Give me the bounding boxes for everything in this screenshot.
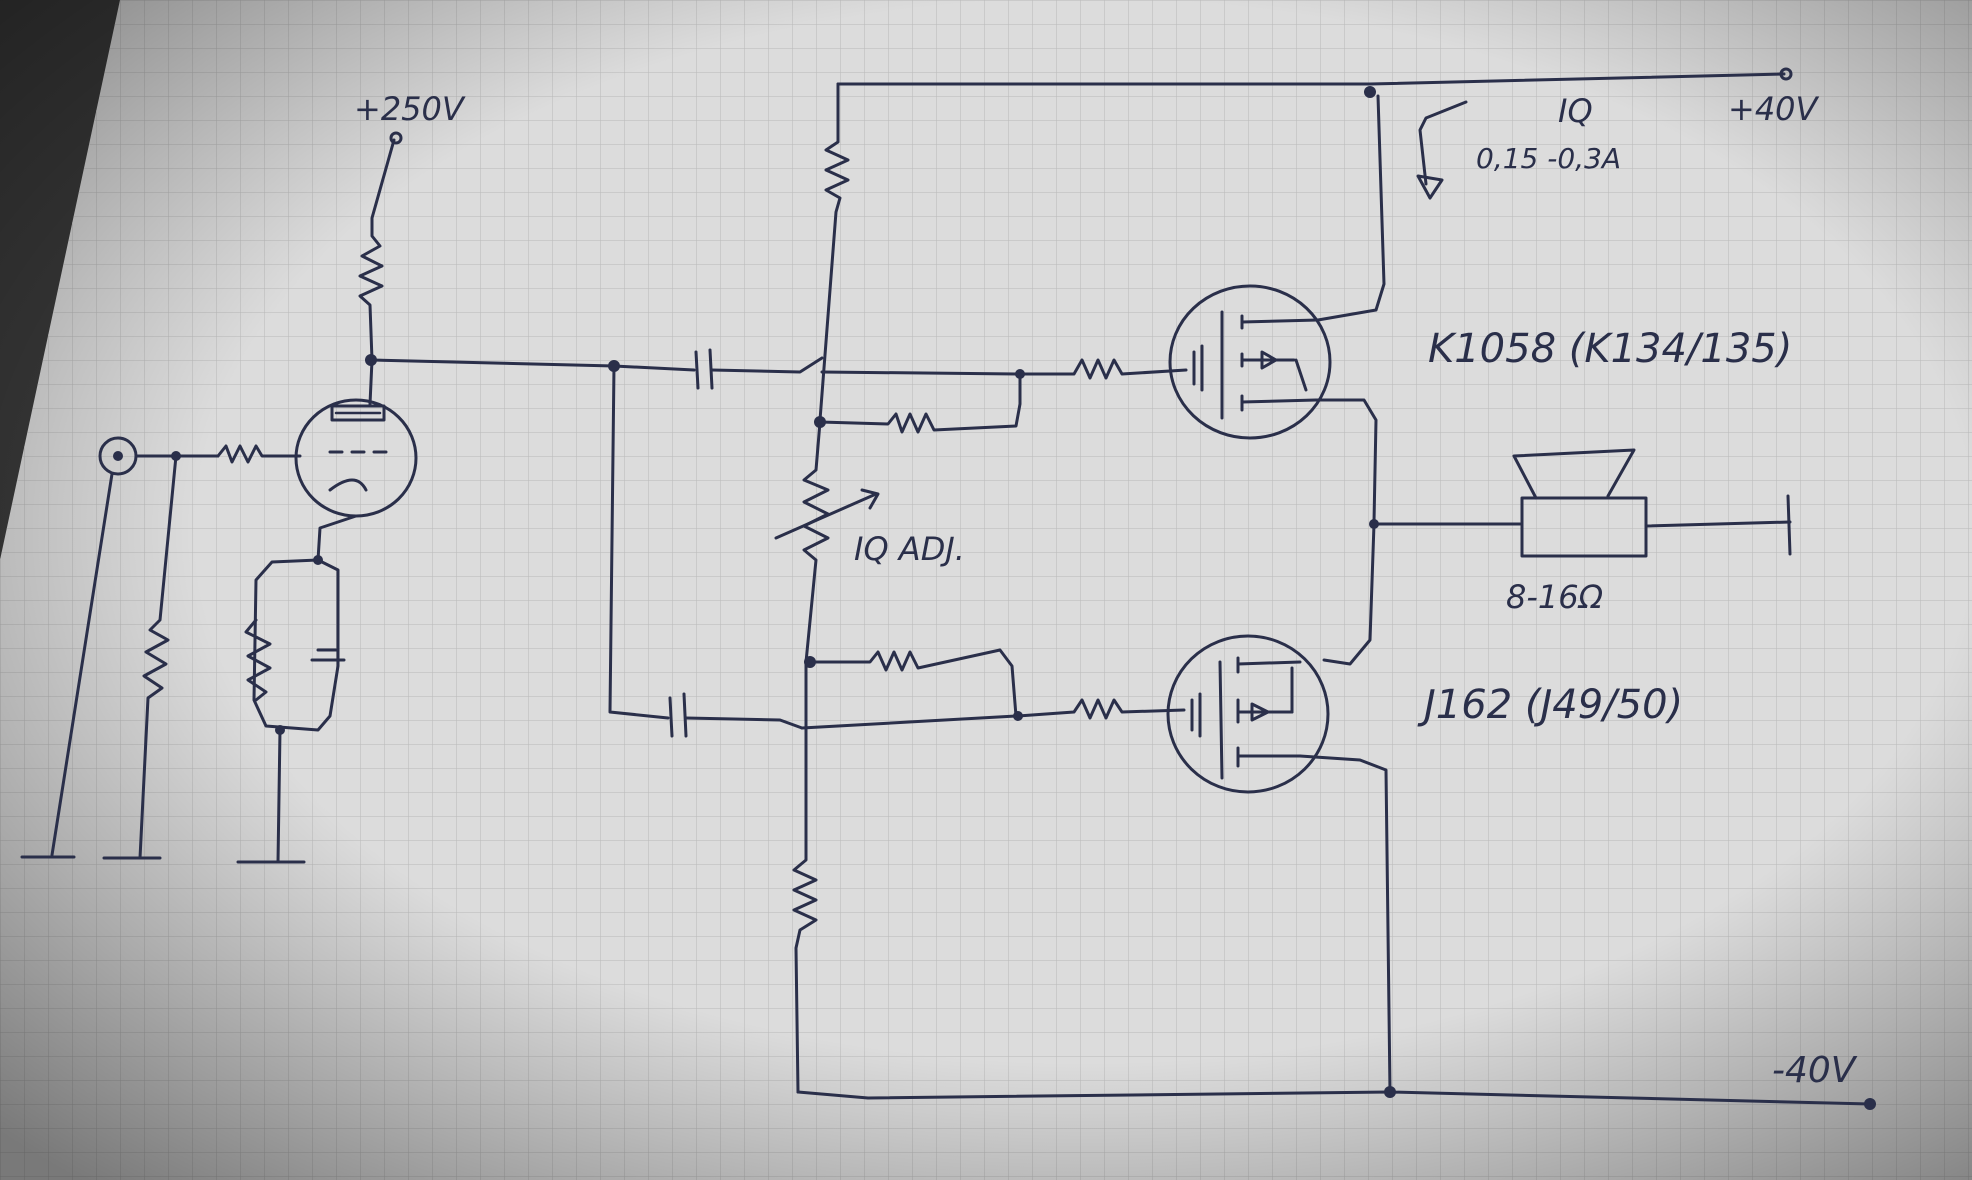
cathode-ground-wire [276, 728, 282, 864]
iq-label: IQ [1558, 92, 1593, 130]
upper-gate-stopper [1018, 358, 1188, 380]
upper-drain-wire [1316, 94, 1386, 322]
lower-gate-stopper [1016, 698, 1186, 720]
top-rail [836, 72, 1786, 86]
lower-source-wire [1298, 754, 1392, 1094]
lower-coupling-out [684, 716, 804, 730]
plate-resistor [358, 138, 396, 362]
iq-range-label: 0,15 -0,3A [1476, 142, 1621, 175]
upper-bias-resistor [818, 82, 850, 422]
cathode-loop [252, 558, 340, 732]
plate-node-wire [369, 358, 616, 368]
iq-adj-label: IQ ADJ. [854, 530, 965, 568]
upper-feedback-resistor [818, 372, 1022, 434]
plus-40v-label: +40V [1728, 90, 1820, 128]
speaker-return-wire [1644, 520, 1792, 528]
upper-source-wire [1314, 398, 1378, 524]
lower-coupling-capacitor [668, 692, 688, 738]
input-ground-wire [50, 472, 114, 857]
speaker-impedance-label: 8-16Ω [1506, 578, 1604, 616]
lower-feedback-resistor [808, 648, 1018, 718]
upper-coupling-out [710, 356, 824, 374]
plate-wire [368, 358, 374, 406]
upper-coupling-wire [612, 364, 696, 372]
potentiometer-arrow [774, 488, 880, 540]
lower-mosfet-label: J162 (J49/50) [1417, 682, 1683, 728]
cathode-resistor [244, 618, 272, 702]
plus-250v-label: +250V [354, 90, 466, 128]
upper-mosfet [1168, 284, 1332, 440]
cathode-bypass-capacitor [310, 648, 346, 662]
grid-stopper-resistor [216, 444, 302, 464]
cathode-wire [316, 514, 358, 562]
minus-40v-label: -40V [1772, 1050, 1858, 1091]
lower-gate-feed [800, 714, 1018, 730]
speaker-ground-symbol [1786, 494, 1792, 556]
iq-arrowhead [1416, 174, 1444, 200]
upper-mosfet-label: K1058 (K134/135) [1428, 326, 1792, 372]
iq-arrow [1418, 100, 1468, 186]
lower-coupling-wire [608, 364, 670, 720]
lower-drain-wire [1322, 522, 1376, 666]
grid-leak-resistor [138, 454, 178, 860]
lower-bias-resistor [792, 660, 818, 1094]
upper-gate-feed [820, 370, 1020, 376]
lower-mosfet [1166, 634, 1330, 794]
bottom-rail [796, 1090, 1872, 1106]
